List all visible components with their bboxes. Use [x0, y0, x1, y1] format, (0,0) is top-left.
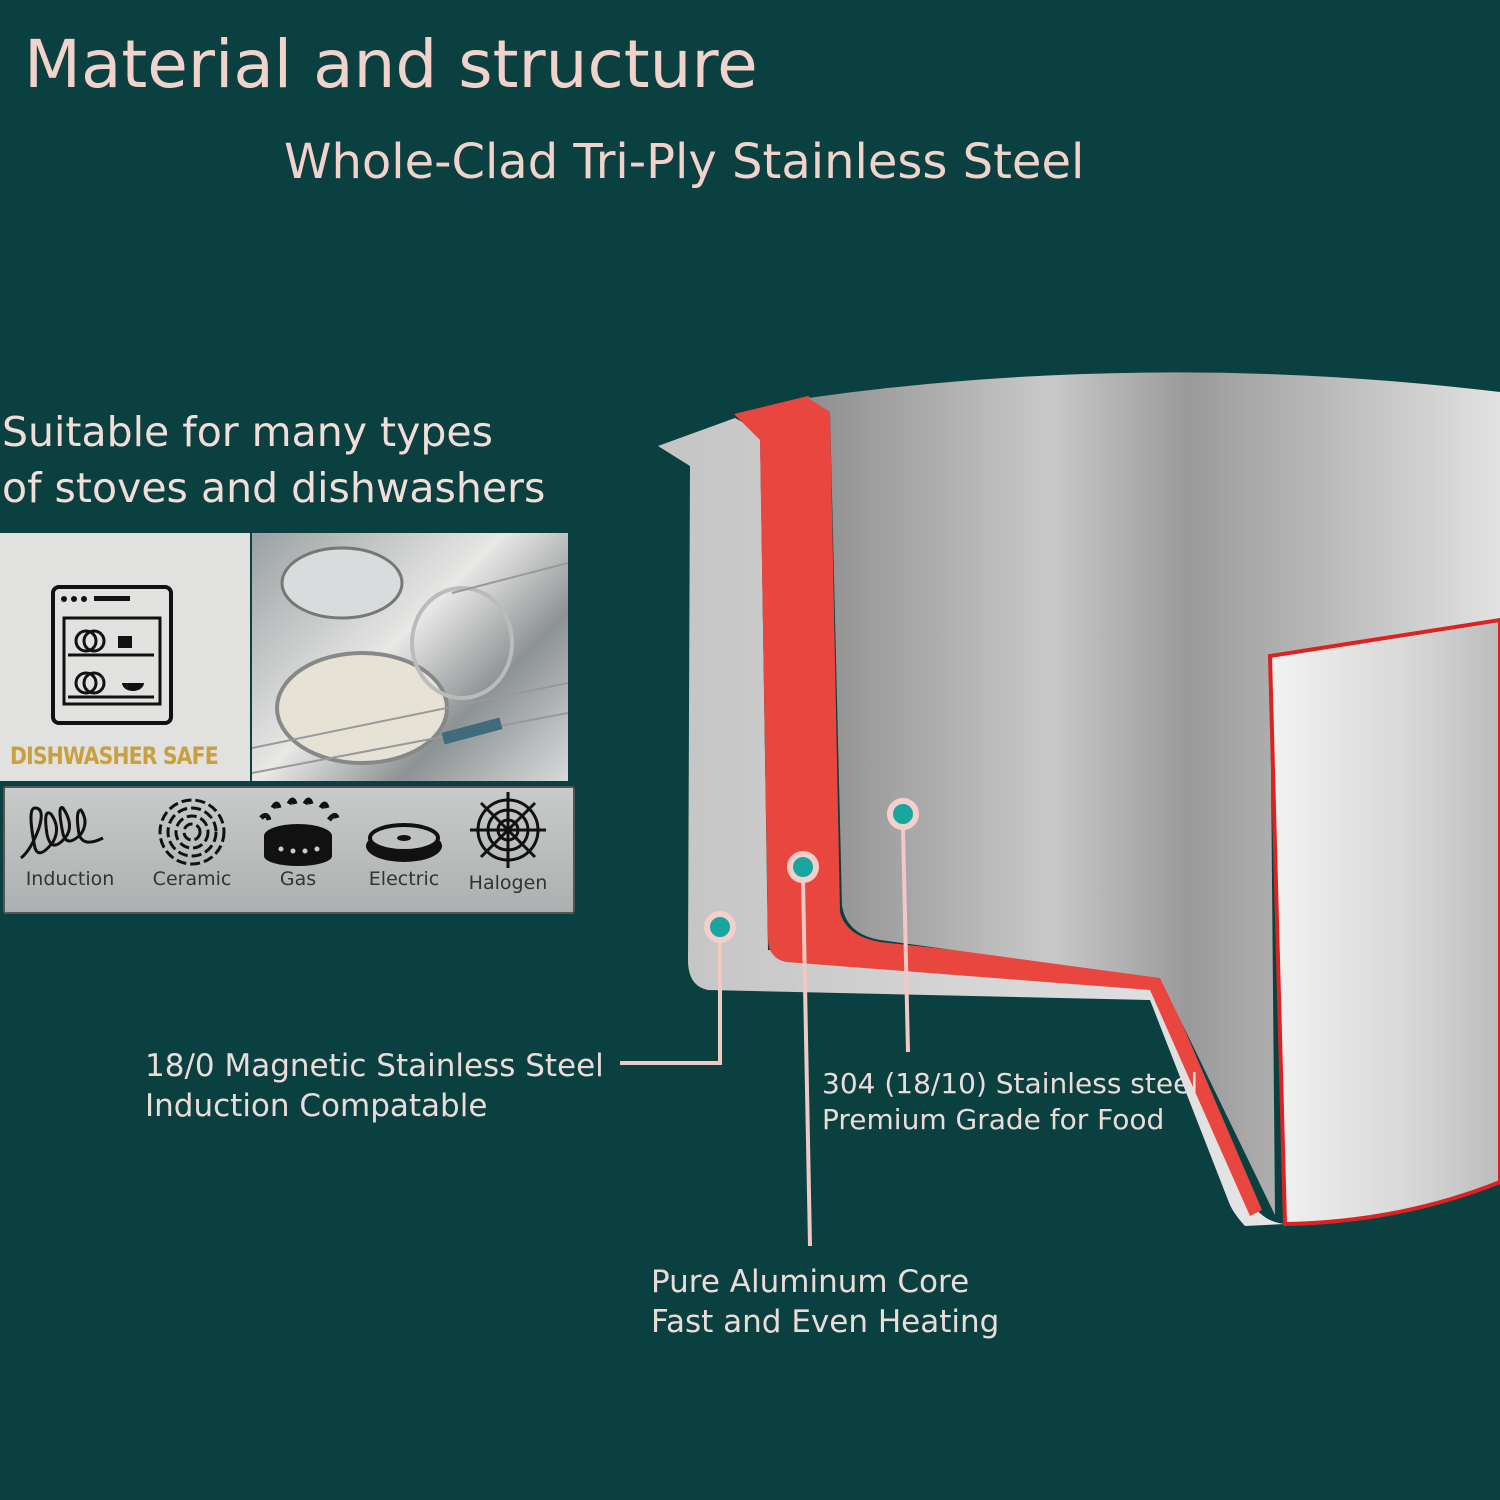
pot-outer-body — [1267, 617, 1500, 1227]
dishwasher-safe-label: DISHWASHER SAFE — [10, 742, 219, 770]
stove-label: Ceramic — [152, 868, 232, 890]
stove-types-panel: Induction Ceramic Gas Electric Halogen — [3, 786, 575, 914]
electric-plate-icon — [366, 823, 442, 862]
stove-ceramic: Ceramic — [137, 796, 247, 890]
stove-label: Electric — [368, 868, 440, 890]
stove-electric: Electric — [349, 796, 459, 890]
layer-markers — [704, 798, 919, 943]
inner-layer-line-2: Premium Grade for Food — [822, 1103, 1165, 1137]
page-title: Material and structure — [24, 26, 758, 103]
stove-label: Gas — [279, 868, 317, 890]
core-layer-line-2: Fast and Even Heating — [651, 1304, 1000, 1341]
aluminum-core-layer — [734, 396, 1262, 1216]
dishwasher-panel — [0, 533, 250, 781]
dishwasher-icon — [51, 585, 173, 725]
suitability-line-2: of stoves and dishwashers — [2, 464, 546, 512]
inner-steel-layer — [808, 372, 1500, 1215]
stove-label: Halogen — [468, 872, 548, 894]
inner-layer-line-1: 304 (18/10) Stainless steel — [822, 1067, 1199, 1100]
inner-layer-label: 304 (18/10) Stainless steel Premium Grad… — [822, 1066, 1198, 1139]
suitability-line-1: Suitable for many types — [2, 408, 493, 456]
induction-coil-icon — [20, 806, 104, 860]
gas-burner-icon — [259, 797, 340, 866]
stove-induction: Induction — [15, 796, 125, 890]
halogen-icon — [470, 792, 546, 868]
leader-lines — [620, 826, 910, 1247]
outer-layer-line-2: Induction Compatable — [145, 1088, 488, 1125]
outer-layer-label: 18/0 Magnetic Stainless Steel Induction … — [145, 1046, 604, 1127]
stove-label: Induction — [25, 868, 115, 890]
core-layer-label: Pure Aluminum Core Fast and Even Heating — [651, 1262, 999, 1343]
dishwasher-photo — [251, 533, 569, 781]
stove-gas: Gas — [243, 796, 353, 890]
subtitle: Whole-Clad Tri-Ply Stainless Steel — [284, 134, 1085, 190]
stove-halogen: Halogen — [453, 792, 563, 894]
outer-layer-line-1: 18/0 Magnetic Stainless Steel — [145, 1048, 604, 1084]
ceramic-icon — [158, 798, 226, 866]
core-layer-line-1: Pure Aluminum Core — [651, 1264, 970, 1300]
